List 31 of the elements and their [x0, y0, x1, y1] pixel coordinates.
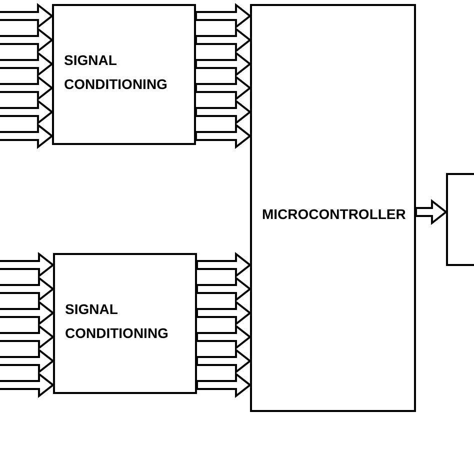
- block-arrow: [0, 252, 55, 278]
- block-arrow: [0, 98, 54, 126]
- node-label: MICROCONTROLLER: [262, 205, 407, 224]
- block-arrow: [195, 122, 252, 150]
- block-arrow: [0, 2, 54, 30]
- block-arrow: [0, 276, 55, 302]
- block-arrow: [0, 348, 55, 374]
- process-box: [52, 4, 196, 145]
- block-arrow: [415, 198, 448, 226]
- block-arrow: [0, 26, 54, 54]
- block-arrow: [196, 252, 252, 278]
- block-arrow: [196, 300, 252, 326]
- block-arrow: [196, 276, 252, 302]
- microcontroller-box: [250, 4, 416, 412]
- block-arrow: [195, 74, 252, 102]
- block-arrow: [196, 324, 252, 350]
- node-label: SIGNAL CONDITIONING: [65, 300, 170, 343]
- block-arrow: [0, 324, 55, 350]
- block-arrow: [0, 372, 55, 398]
- block-arrow: [0, 50, 54, 78]
- block-arrow: [195, 2, 252, 30]
- process-box: [53, 253, 197, 394]
- block-arrow: [195, 50, 252, 78]
- block-arrow: [0, 122, 54, 150]
- node-label: SIGNAL CONDITIONING: [64, 51, 168, 94]
- block-arrow: [195, 98, 252, 126]
- block-arrow: [196, 372, 252, 398]
- block-arrow: [196, 348, 252, 374]
- block-arrow: [195, 26, 252, 54]
- block-arrow: [0, 74, 54, 102]
- block-arrow: [0, 300, 55, 326]
